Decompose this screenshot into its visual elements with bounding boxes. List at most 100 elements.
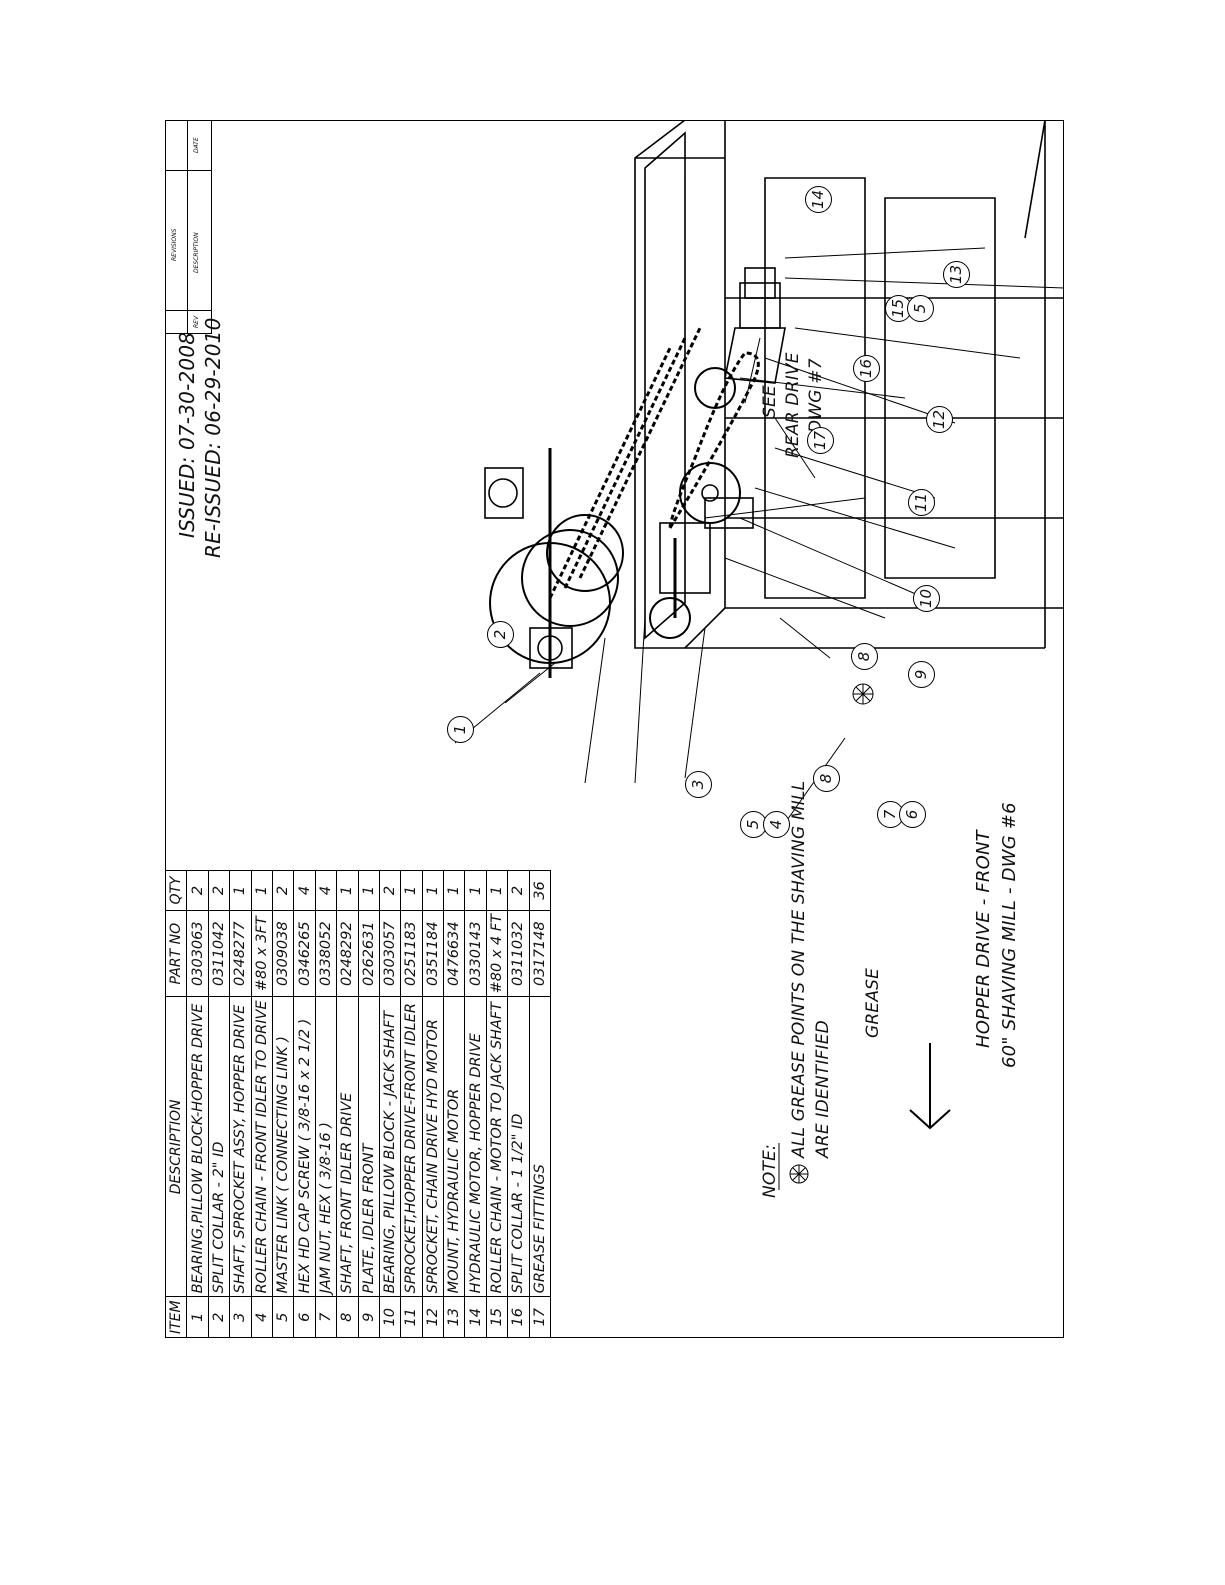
cell-item: 2 (208, 1296, 230, 1338)
note-label: NOTE: (760, 1144, 780, 1198)
cell-part-no: 0251183 (400, 910, 423, 997)
cell-part-no: 0311032 (507, 910, 530, 997)
cell-description: SHAFT, FRONT IDLER DRIVE (336, 996, 359, 1297)
frame-outline (634, 120, 726, 649)
cell-part-no: #80 x 3FT (251, 910, 273, 997)
cell-part-no: 0311042 (208, 910, 230, 997)
cell-part-no: 0262631 (358, 910, 380, 997)
cell-item: 15 (486, 1296, 508, 1338)
cell-qty: 1 (229, 870, 252, 911)
balloon-1: 1 (447, 716, 474, 743)
balloon-8b: 8 (851, 643, 878, 670)
cell-qty: 2 (208, 870, 230, 911)
cell-qty: 4 (293, 870, 316, 911)
balloon-12: 12 (926, 406, 953, 433)
balloon-14: 14 (805, 186, 832, 213)
cell-description: SPROCKET,HOPPER DRIVE-FRONT IDLER (400, 996, 423, 1297)
cell-qty: 2 (272, 870, 294, 911)
grease-label: GREASE (863, 967, 883, 1038)
balloon-3: 3 (685, 771, 712, 798)
balloon-17: 17 (807, 427, 834, 454)
balloon-16: 16 (853, 355, 880, 382)
col-qty: QTY (165, 870, 187, 911)
note-line-1: ALL GREASE POINTS ON THE SHAVING MILL (789, 780, 809, 1158)
revisions-title: REVISIONS (171, 228, 178, 261)
cell-item: 1 (186, 1296, 209, 1338)
cell-qty: 1 (251, 870, 273, 911)
balloon-11: 11 (908, 489, 935, 516)
cell-qty: 1 (422, 870, 444, 911)
revisions-block: REV DESCRIPTION REVISIONS DATE (165, 121, 212, 334)
drawing-border (165, 120, 1064, 1338)
issued-date: ISSUED: 07-30-2008 (175, 331, 199, 538)
cell-description: MOUNT, HYDRAULIC MOTOR (443, 996, 465, 1297)
cell-item: 9 (358, 1296, 380, 1338)
cell-qty: 36 (529, 870, 551, 911)
cell-part-no: 0303057 (379, 910, 401, 997)
cell-part-no: 0303063 (186, 910, 209, 997)
cell-part-no: 0351184 (422, 910, 444, 997)
cell-qty: 1 (358, 870, 380, 911)
balloon-4: 4 (763, 811, 790, 838)
cell-qty: 4 (315, 870, 337, 911)
cell-part-no: 0317148 (529, 910, 551, 997)
balloon-6: 6 (899, 801, 926, 828)
cell-qty: 1 (336, 870, 359, 911)
cell-item: 5 (272, 1296, 294, 1338)
rev-description-label: DESCRIPTION (193, 232, 200, 273)
cell-description: JAM NUT, HEX ( 3/8-16 ) (315, 996, 337, 1297)
rev-label: REV (193, 315, 200, 328)
cell-part-no: 0248277 (229, 910, 252, 997)
grease-symbol-icon (789, 1164, 809, 1184)
cell-item: 8 (336, 1296, 359, 1338)
cell-part-no: 0330143 (464, 910, 487, 997)
cell-item: 10 (379, 1296, 401, 1338)
cell-part-no: 0476634 (443, 910, 465, 997)
cell-item: 3 (229, 1296, 252, 1338)
balloon-5b: 5 (907, 295, 934, 322)
reissued-date: RE-ISSUED: 06-29-2010 (201, 317, 225, 558)
cell-item: 7 (315, 1296, 337, 1338)
cell-description: SPROCKET, CHAIN DRIVE HYD MOTOR (422, 996, 444, 1297)
cell-part-no: #80 x 4 FT (486, 910, 508, 997)
cell-description: PLATE, IDLER FRONT (358, 996, 380, 1297)
cell-item: 11 (400, 1296, 423, 1338)
cell-qty: 1 (464, 870, 487, 911)
cell-description: HEX HD CAP SCREW ( 3/8-16 x 2 1/2 ) (293, 996, 316, 1297)
grease-fitting-icon (852, 683, 874, 705)
drawing-title: HOPPER DRIVE - FRONT (973, 830, 994, 1048)
frame-top-rail (644, 131, 686, 640)
cell-description: HYDRAULIC MOTOR, HOPPER DRIVE (464, 996, 487, 1297)
cell-part-no: 0338052 (315, 910, 337, 997)
cell-item: 17 (529, 1296, 551, 1338)
rev-date-label: DATE (193, 137, 200, 153)
balloon-13: 13 (943, 261, 970, 288)
table-header-row: ITEM DESCRIPTION PART NO QTY (165, 870, 187, 1338)
cell-description: SHAFT, SPROCKET ASSY, HOPPER DRIVE (229, 996, 252, 1297)
cell-description: BEARING,PILLOW BLOCK-HOPPER DRIVE (186, 996, 209, 1297)
cell-description: SPLIT COLLAR - 1 1/2" ID (507, 996, 530, 1297)
cell-item: 13 (443, 1296, 465, 1338)
cell-item: 14 (464, 1296, 487, 1338)
cell-qty: 1 (443, 870, 465, 911)
cell-part-no: 0248292 (336, 910, 359, 997)
cell-item: 4 (251, 1296, 273, 1338)
drawing-subtitle: 60" SHAVING MILL - DWG #6 (999, 802, 1020, 1068)
balloon-8a: 8 (813, 765, 840, 792)
cell-qty: 1 (400, 870, 423, 911)
cell-item: 16 (507, 1296, 530, 1338)
